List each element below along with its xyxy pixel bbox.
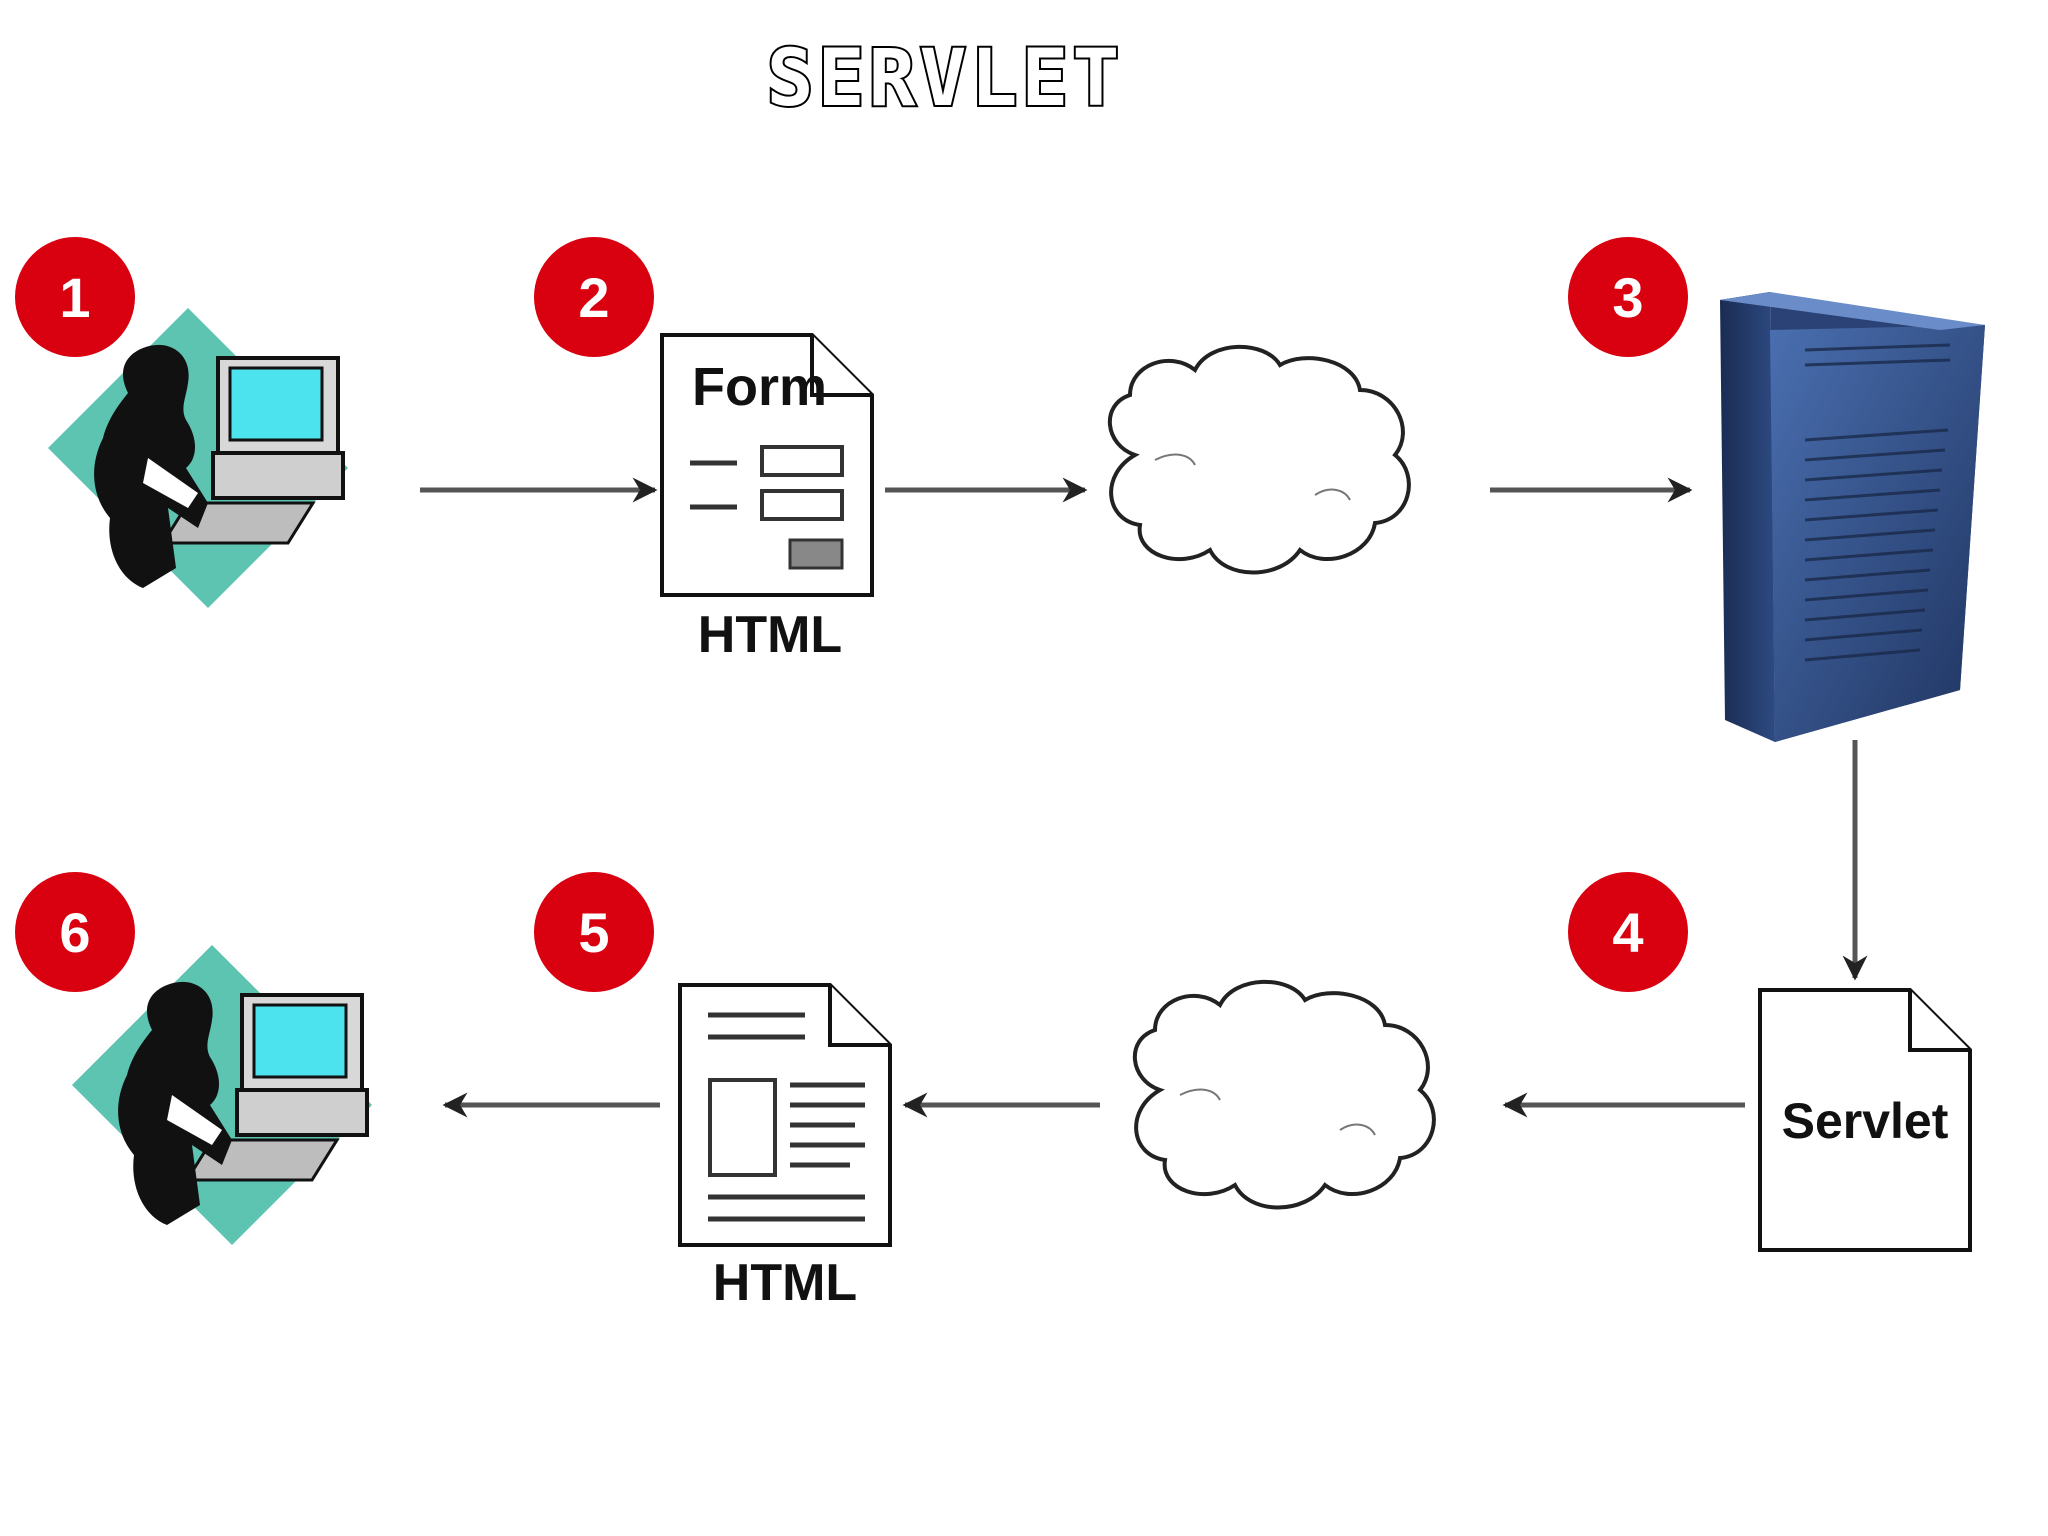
step-number: 5 [578,901,609,964]
step-badge-5: 5 [534,872,654,992]
form-document-caption: HTML [698,606,842,664]
server-icon [1720,292,1985,742]
form-document-icon: Form [660,333,874,597]
cloud-icon [1132,979,1436,1210]
step-number: 6 [59,901,90,964]
user-computer-icon [70,943,374,1247]
step-number: 2 [578,266,609,329]
step-badge-3: 3 [1568,237,1688,357]
step-badge-4: 4 [1568,872,1688,992]
html-document-icon [678,983,892,1247]
step-badge-2: 2 [534,237,654,357]
step-badge-1: 1 [15,237,135,357]
step-number: 4 [1612,901,1643,964]
step-badge-6: 6 [15,872,135,992]
cloud-icon [1107,344,1411,575]
form-document-label: Form [692,357,827,417]
servlet-document-label: Servlet [1782,1093,1949,1149]
html-document-caption: HTML [713,1254,857,1312]
diagram-title: SERVLET [767,34,1124,124]
step-number: 1 [59,266,90,329]
servlet-document-icon: Servlet [1758,988,1972,1252]
step-number: 3 [1612,266,1643,329]
